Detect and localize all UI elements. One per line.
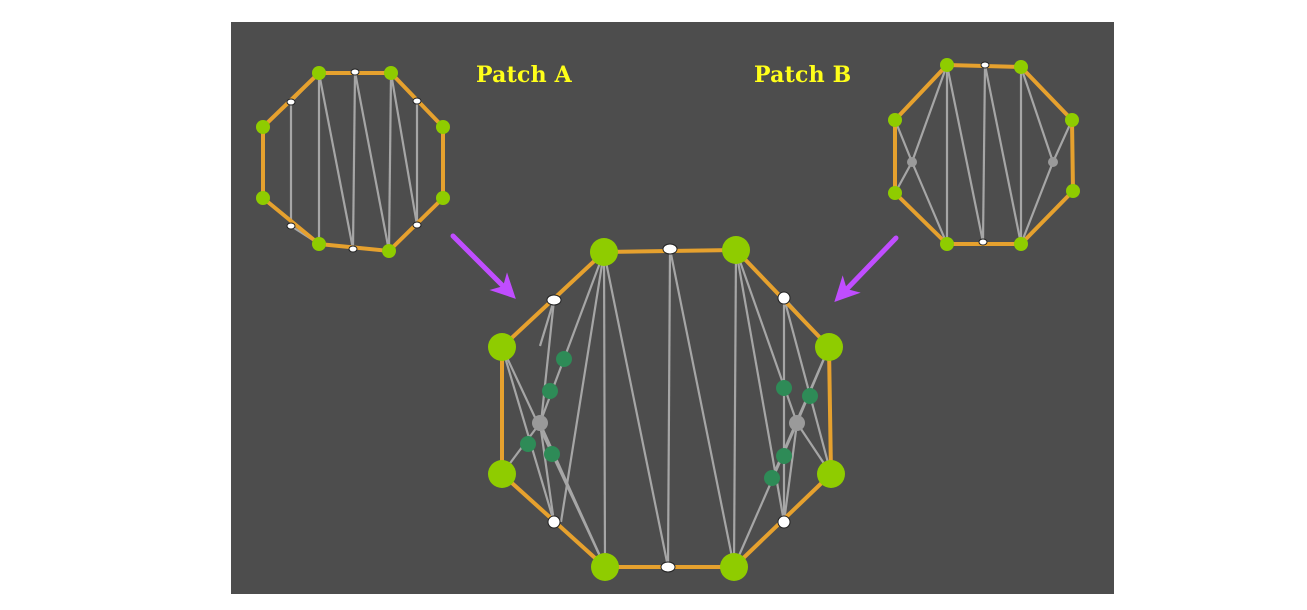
new-vertex: [556, 351, 572, 367]
corner-vertex: [591, 553, 619, 581]
edge: [945, 64, 985, 243]
edge: [602, 251, 670, 568]
corner-vertex: [488, 333, 516, 361]
edge: [317, 72, 355, 250]
corner-vertex: [382, 244, 396, 258]
merged-patch-interior-edges: [500, 248, 833, 568]
patch-b-label: Patch B: [754, 62, 852, 88]
edge: [351, 71, 357, 250]
corner-vertex: [817, 460, 845, 488]
boundary-midpoint: [412, 221, 422, 229]
boundary-midpoint: [348, 245, 358, 253]
edge: [732, 249, 738, 568]
edge: [1019, 161, 1055, 245]
edge: [910, 161, 949, 245]
edge: [602, 251, 607, 568]
boundary-midpoint: [350, 68, 360, 76]
edge: [500, 346, 556, 523]
corner-vertex: [436, 120, 450, 134]
corner-vertex: [720, 553, 748, 581]
patch-a-interior-edges: [289, 71, 444, 252]
corner-vertex: [384, 66, 398, 80]
edge: [389, 72, 419, 226]
patch-a-label: Patch A: [476, 62, 572, 88]
interior-vertex: [532, 415, 548, 431]
interior-vertex: [1048, 157, 1058, 167]
edge: [910, 64, 949, 163]
edge: [983, 64, 1023, 245]
patch-b-vertices: [888, 58, 1080, 251]
corner-vertex: [256, 191, 270, 205]
new-vertex: [776, 380, 792, 396]
boundary-midpoint: [286, 222, 296, 230]
edge: [668, 248, 736, 568]
edge: [538, 422, 556, 523]
edge: [981, 64, 987, 243]
corner-vertex: [312, 237, 326, 251]
boundary-midpoint: [286, 98, 296, 106]
patch-b-interior-edges: [893, 64, 1074, 245]
corner-vertex: [888, 186, 902, 200]
corner-vertex: [888, 113, 902, 127]
corner-vertex: [1066, 184, 1080, 198]
corner-vertex: [1014, 60, 1028, 74]
boundary-midpoint: [980, 61, 990, 69]
edge: [387, 72, 393, 252]
corner-vertex: [1014, 237, 1028, 251]
interior-vertex: [789, 415, 805, 431]
arrow-down-right-icon: [450, 233, 516, 299]
new-vertex: [544, 446, 560, 462]
new-vertex: [542, 383, 558, 399]
corner-vertex: [722, 236, 750, 264]
patch-a: [256, 66, 450, 258]
edge: [559, 251, 606, 523]
boundary-midpoint: [660, 561, 676, 573]
boundary-midpoint: [547, 515, 561, 529]
merged-patch-vertices: [488, 236, 845, 581]
edge: [1019, 66, 1055, 163]
boundary-midpoint: [546, 294, 562, 306]
edge: [782, 297, 833, 475]
corner-vertex: [940, 58, 954, 72]
boundary-midpoint: [777, 515, 791, 529]
diagram-svg: [256, 58, 1080, 581]
boundary-midpoint: [662, 243, 678, 255]
boundary-midpoint: [412, 97, 422, 105]
edge: [539, 299, 556, 424]
edge: [666, 248, 672, 568]
corner-vertex: [256, 120, 270, 134]
diagram-canvas: Patch A Patch B: [231, 22, 1114, 594]
new-vertex: [802, 388, 818, 404]
edge: [1051, 119, 1074, 163]
corner-vertex: [312, 66, 326, 80]
patch-b: [888, 58, 1080, 251]
patch-a-vertices: [256, 66, 450, 258]
corner-vertex: [1065, 113, 1079, 127]
corner-vertex: [815, 333, 843, 361]
new-vertex: [520, 436, 536, 452]
new-vertex: [776, 448, 792, 464]
edge: [782, 422, 799, 523]
boundary-midpoint: [978, 238, 988, 246]
edge: [734, 249, 799, 424]
corner-vertex: [436, 191, 450, 205]
edge: [353, 71, 391, 252]
boundary-midpoint: [777, 291, 791, 305]
corner-vertex: [488, 460, 516, 488]
arrow-down-left-icon: [834, 235, 899, 303]
corner-vertex: [590, 238, 618, 266]
edge: [538, 299, 556, 347]
new-vertex: [764, 470, 780, 486]
corner-vertex: [940, 237, 954, 251]
edge: [893, 119, 914, 163]
interior-vertex: [907, 157, 917, 167]
merged-patch: [488, 236, 845, 581]
